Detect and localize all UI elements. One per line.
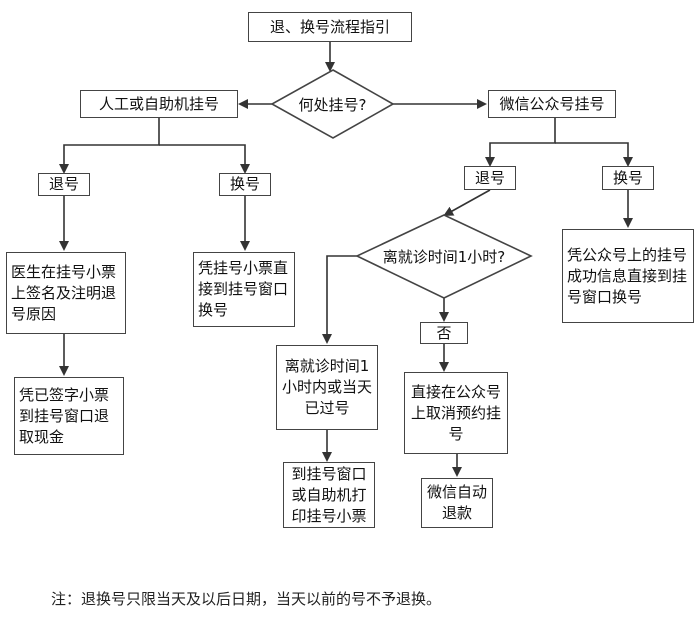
offline-refund-box: 退号 [38, 173, 90, 196]
no-action-box: 直接在公众号上取消预约挂号 [404, 372, 508, 454]
connector-wechat-split [489, 117, 556, 163]
offline-refund-step1-box: 医生在挂号小票上签名及注明退号原因 [6, 252, 126, 334]
footnote: 注：退换号只限当天及以后日期，当天以前的号不予退换。 [51, 590, 442, 608]
wechat-exchange-step-box: 凭公众号上的挂号成功信息直接到挂号窗口换号 [562, 229, 694, 323]
wechat-refund-box: 退号 [464, 166, 516, 190]
offline-refund-step2-box: 凭已签字小票到挂号窗口退取现金 [14, 377, 124, 455]
no-result-box: 微信自动退款 [421, 478, 493, 528]
decision-time-label: 离就诊时间1小时? [382, 247, 506, 266]
decision-where-label: 何处挂号? [298, 95, 367, 114]
yes-action-box: 到挂号窗口或自助机打印挂号小票 [283, 462, 375, 528]
flow-title-box: 退、换号流程指引 [248, 12, 412, 42]
decision-where-diamond [270, 69, 395, 139]
time-yes-case-box: 离就诊时间1小时内或当天已过号 [276, 345, 378, 430]
time-no-label-box: 否 [420, 322, 468, 344]
branch-wechat-box: 微信公众号挂号 [488, 90, 616, 118]
offline-exchange-step-box: 凭挂号小票直接到挂号窗口换号 [193, 252, 295, 327]
connector-offline-split [63, 117, 160, 170]
arrow-refund-to-time [443, 189, 491, 216]
offline-exchange-box: 换号 [219, 173, 271, 196]
decision-time-diamond [355, 214, 533, 299]
wechat-exchange-box: 换号 [602, 166, 654, 190]
branch-offline-box: 人工或自助机挂号 [80, 90, 238, 118]
connector-time-yes [326, 255, 357, 340]
